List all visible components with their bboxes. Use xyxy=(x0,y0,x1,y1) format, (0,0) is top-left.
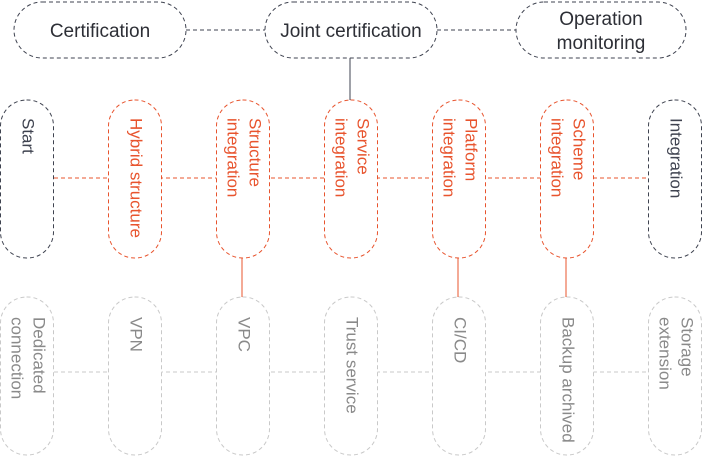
bottom-node-label: Backup archived xyxy=(559,317,578,443)
bottom-node-vpn: VPN xyxy=(108,296,162,456)
bottom-node-vpc: VPC xyxy=(216,296,270,456)
bottom-node-trust-service: Trust service xyxy=(324,296,378,456)
middle-node-start: Start xyxy=(0,99,54,259)
middle-node-outline xyxy=(216,99,270,259)
middle-node-label: Start xyxy=(19,118,38,154)
middle-node-label: integration xyxy=(548,118,567,197)
top-node-joint-certification: Joint certification xyxy=(264,1,438,59)
bottom-node-backup-archived: Backup archived xyxy=(540,296,594,456)
middle-node-label: Service xyxy=(354,118,373,175)
top-node-operation-monitoring: Operation monitoring xyxy=(515,1,687,59)
middle-node-outline xyxy=(324,99,378,259)
bottom-node-label: connection xyxy=(8,317,27,399)
middle-node-label: Structure xyxy=(246,118,265,187)
middle-node-label: integration xyxy=(440,118,459,197)
middle-node-label: integration xyxy=(224,118,243,197)
bottom-node-ci-cd: CI/CD xyxy=(432,296,486,456)
middle-node-hybrid-structure: Hybrid structure xyxy=(108,99,162,259)
bottom-node-label: Storage xyxy=(678,317,697,377)
middle-node-label: integration xyxy=(332,118,351,197)
bottom-node-label: Trust service xyxy=(343,317,362,414)
top-node-label: Operation xyxy=(559,9,642,30)
middle-node-outline xyxy=(432,99,486,259)
bottom-node-outline xyxy=(0,296,54,456)
middle-node-label: Hybrid structure xyxy=(127,118,146,238)
middle-node-label: Platform xyxy=(462,118,481,181)
middle-node-label: Scheme xyxy=(570,118,589,180)
middle-node-label: Integration xyxy=(667,118,686,198)
bottom-node-outline xyxy=(432,296,486,456)
top-node-outline xyxy=(515,1,687,59)
bottom-node-label: CI/CD xyxy=(451,317,470,363)
middle-node-outline xyxy=(0,99,54,259)
bottom-node-label: Dedicated xyxy=(30,317,49,394)
bottom-node-label: VPC xyxy=(235,317,254,352)
top-node-certification: Certification xyxy=(13,1,187,59)
top-node-label: Joint certification xyxy=(280,21,422,42)
top-node-label: Certification xyxy=(50,21,150,42)
bottom-node-outline xyxy=(324,296,378,456)
middle-node-outline xyxy=(108,99,162,259)
middle-node-integration: Integration xyxy=(648,99,702,259)
top-node-label: monitoring xyxy=(557,33,646,54)
bottom-node-outline xyxy=(216,296,270,456)
bottom-node-label: VPN xyxy=(127,317,146,352)
top-node-outline xyxy=(13,1,187,59)
top-node-outline xyxy=(264,1,438,59)
bottom-node-label: extension xyxy=(656,317,675,390)
bottom-node-outline xyxy=(108,296,162,456)
bottom-node-outline xyxy=(540,296,594,456)
middle-node-outline xyxy=(540,99,594,259)
